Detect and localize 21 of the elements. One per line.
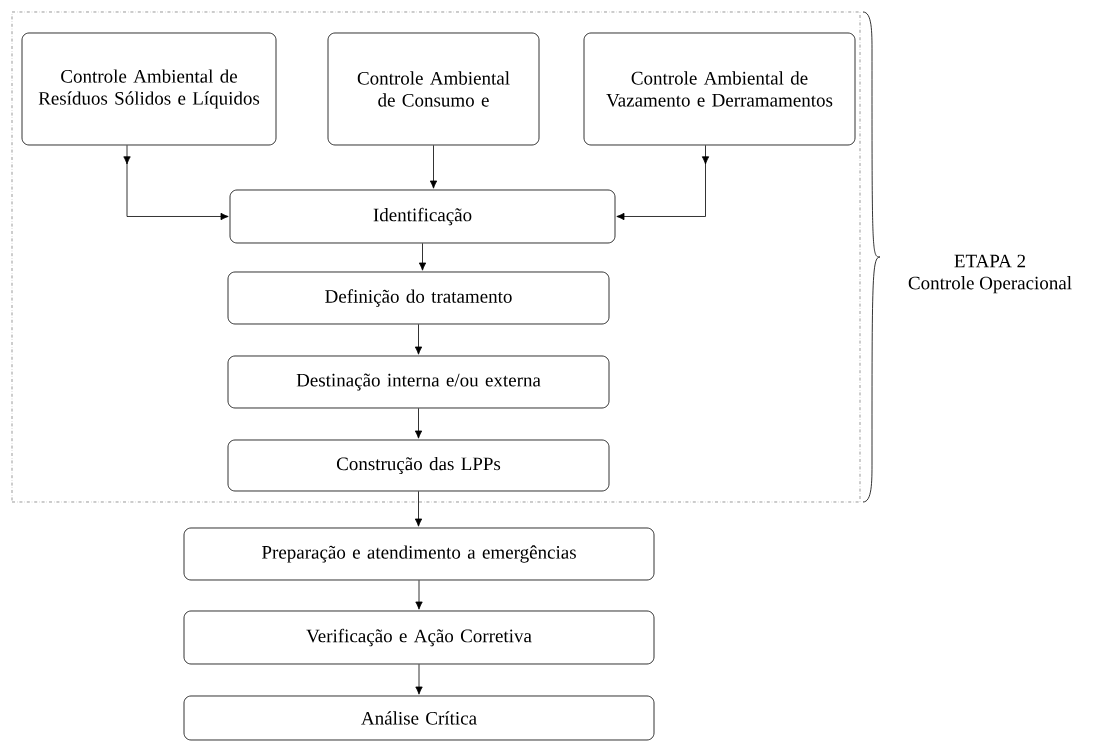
process-box: Construção das LPPs xyxy=(227,439,610,492)
process-box: Verificação e Ação Corretiva xyxy=(183,610,655,665)
arrow xyxy=(414,491,423,527)
stage-label: ETAPA 2 Controle Operacional xyxy=(908,254,1072,294)
process-box: Preparação e atendimento a emergências xyxy=(183,527,655,581)
arrow xyxy=(414,408,423,439)
process-box: Controle Ambiental de Vazamento e Derramamentos xyxy=(583,32,856,146)
dashed-frame xyxy=(11,11,861,503)
process-box: Controle Ambiental de Consumo e xyxy=(327,32,540,146)
process-box: Análise Crítica xyxy=(183,695,655,741)
process-box: Definição do tratamento xyxy=(227,271,610,325)
arrow xyxy=(123,145,229,221)
arrow xyxy=(418,243,427,271)
arrow xyxy=(414,324,423,355)
process-box: Controle Ambiental de Resíduos Sólidos e Líquidos xyxy=(21,32,277,146)
arrow xyxy=(415,664,423,695)
arrow xyxy=(429,145,438,189)
process-box: Identificação xyxy=(229,189,616,244)
arrow xyxy=(415,580,423,610)
process-box: Destinação interna e/ou externa xyxy=(227,355,610,409)
arrow xyxy=(616,145,710,221)
